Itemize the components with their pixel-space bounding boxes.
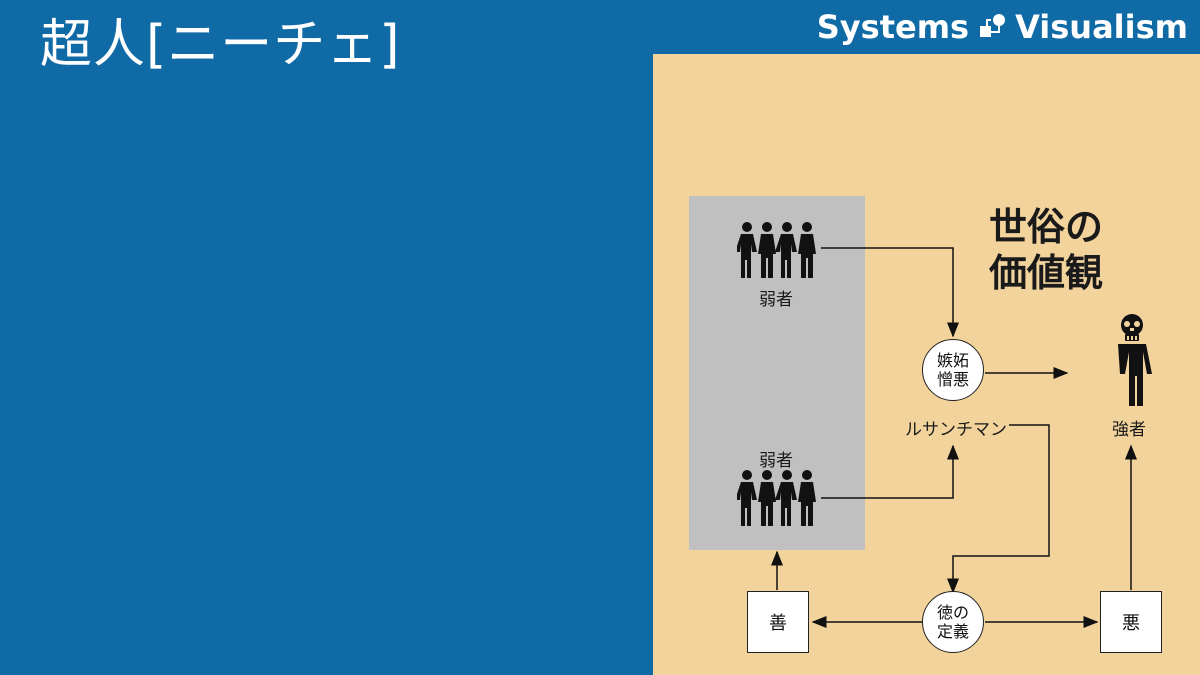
virtue-line-1: 徳の [936, 603, 969, 622]
envy-line-1: 嫉妬 [936, 351, 969, 370]
weak-top-label: 弱者 [759, 290, 793, 310]
envy-hatred-node: 嫉妬 憎悪 [922, 339, 984, 401]
diagram-panel: 弱者 弱者 [653, 54, 1200, 675]
brand-right-text: Visualism [1015, 8, 1188, 46]
heading-line-2: 価値観 [988, 251, 1103, 295]
virtue-line-2: 定義 [936, 622, 969, 641]
weak-bottom-label: 弱者 [759, 451, 793, 471]
strong-label: 強者 [1112, 420, 1146, 440]
virtue-definition-node: 徳の 定義 [922, 591, 984, 653]
people-group-icon [737, 222, 816, 278]
skull-person-icon [1118, 314, 1152, 406]
heading-line-1: 世俗の [988, 205, 1103, 249]
good-node: 善 [747, 591, 809, 653]
worldly-values-heading: 世俗の 価値観 [961, 204, 1131, 296]
brand-left-text: Systems [816, 8, 970, 46]
ressentiment-label: ルサンチマン [905, 420, 1007, 440]
people-group-icon [737, 470, 816, 526]
page-title: 超人[ニーチェ] [40, 15, 401, 75]
brand-logo: Systems Visualism [817, 8, 1188, 46]
logo-icon [980, 14, 1006, 37]
evil-node: 悪 [1100, 591, 1162, 653]
envy-line-2: 憎悪 [936, 370, 969, 389]
